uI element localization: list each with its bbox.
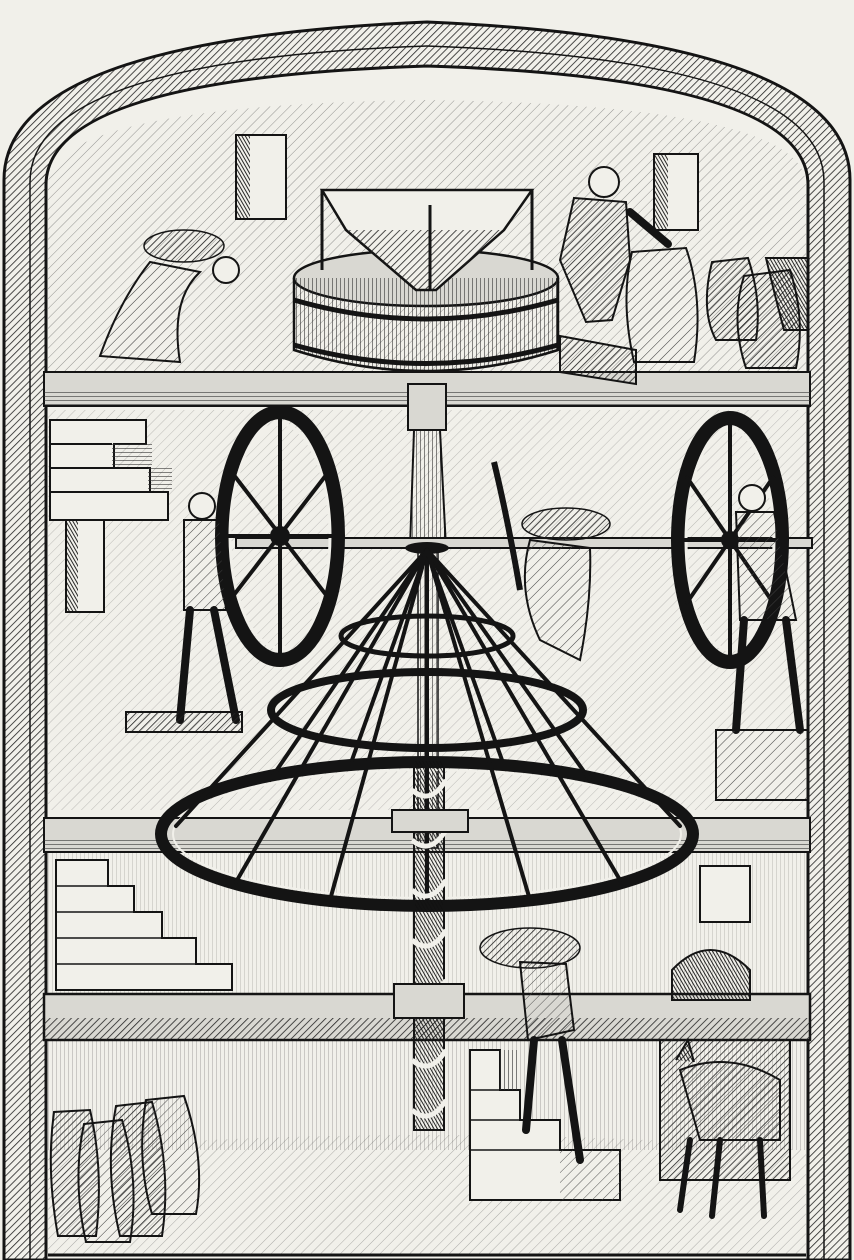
- windows: [65, 134, 751, 923]
- donkey-with-load: [675, 1037, 781, 1219]
- worker-descending-stairs: [479, 927, 584, 1164]
- worker-carrying-sack-middle: [491, 461, 611, 662]
- grain-sacks-bottom: [49, 1094, 201, 1243]
- staircase-upper-left: [49, 419, 172, 521]
- grain-hopper: [319, 188, 535, 292]
- worker-left-treadwheel: [125, 492, 243, 733]
- worker-right-treadwheel: [715, 484, 809, 801]
- worker-filling-hopper: [558, 166, 672, 324]
- horizontal-axle: [235, 537, 813, 549]
- grain-tray: [559, 334, 637, 386]
- screw-conveyor: [391, 759, 469, 1131]
- left-treadwheel: [215, 405, 345, 667]
- right-treadwheel: [671, 411, 789, 669]
- worker-carrying-sack-top: [98, 229, 240, 364]
- staircase-middle-left: [55, 859, 233, 991]
- grain-sacks-top: [625, 246, 809, 369]
